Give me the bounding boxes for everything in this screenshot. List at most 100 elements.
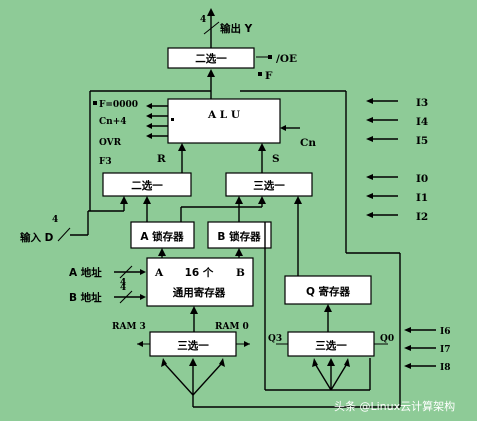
watermark-text: 头条 @Linux云计算架构 (334, 399, 455, 413)
output-arrow-icon (207, 8, 215, 16)
a-latch-box (130, 221, 195, 249)
q3-label: Q3 (268, 334, 282, 344)
i7-arrow-icon (404, 345, 411, 351)
a-addr-arrow-icon (140, 269, 146, 275)
q-reg-box (284, 275, 372, 305)
ram-feed-arrow-icon-2 (219, 358, 225, 367)
flag-f-zero: F=0000 (99, 100, 138, 110)
b-addr-slash (119, 290, 133, 304)
d-bus-slash (57, 227, 71, 242)
s-arrow-icon (258, 143, 266, 151)
i3-label: I3 (416, 97, 428, 109)
b-latch-box (207, 221, 272, 249)
s-mux-label: 三选一 (253, 179, 285, 192)
i6-arrow-icon (404, 327, 411, 333)
output-bus-slash (203, 21, 220, 35)
b-addr-arrow-icon (140, 294, 146, 300)
i1-arrow-icon (366, 193, 373, 199)
blatch-arrow-icon (235, 196, 243, 204)
ram3-arrow-icon (137, 341, 143, 347)
regfile-count-label: 16 个 (185, 266, 214, 279)
i0-label: I0 (416, 173, 428, 185)
q-feed-arrow-icon-0 (312, 358, 318, 367)
ram3-label: RAM 3 (112, 322, 146, 332)
i4-label: I4 (416, 116, 428, 128)
i3-arrow-icon (366, 98, 373, 104)
ram-feed-left (162, 361, 194, 396)
i1-label: I1 (416, 192, 428, 204)
flag-arrow-icon-0 (146, 103, 152, 109)
r-arrow-icon (178, 143, 186, 151)
a-addr-slash (119, 265, 133, 279)
ram-feed-arrow-icon-0 (161, 358, 167, 367)
regfile-b-label: B (236, 267, 245, 279)
q-shift-label: 三选一 (315, 339, 347, 352)
ram-feed-right (192, 361, 224, 396)
ram-feed-arrow-icon-1 (189, 358, 197, 366)
s-mux-box (225, 172, 313, 197)
i2-arrow-icon (366, 212, 373, 218)
qshift-arrow-icon (324, 304, 332, 312)
flag-cn4: Cn+4 (99, 117, 127, 127)
ram0-label: RAM 0 (215, 322, 249, 332)
output-width-label: 4 (200, 15, 206, 25)
q0-label: Q0 (380, 334, 394, 344)
oe-label: /OE (276, 53, 297, 65)
q-feed-arrow-icon-2 (344, 358, 350, 367)
i8-label: I8 (440, 363, 450, 373)
f-label: F (265, 70, 273, 82)
alu-label: A L U (207, 109, 240, 121)
i5-arrow-icon (366, 136, 373, 142)
flag-f0-dot-icon (93, 101, 97, 105)
regfile-name-label: 通用寄存器 (173, 286, 226, 299)
regfile-box (146, 257, 254, 307)
i6-label: I6 (440, 327, 450, 337)
alu-mark-icon (171, 118, 174, 121)
flag-arrow-icon-3 (146, 133, 152, 139)
out-mux-box (167, 47, 255, 69)
i7-label: I7 (440, 345, 450, 355)
alu-s-label: S (272, 153, 280, 165)
reg-blatch-arrow-icon (235, 248, 243, 256)
reg-alatch-arrow-icon (158, 248, 166, 256)
d-input-label: 输入 D (20, 231, 54, 244)
d-width-label: 4 (52, 215, 58, 225)
alatch-arrow-icon (143, 196, 151, 204)
regfile-a-label: A (154, 267, 164, 279)
ramshift-arrow-icon (190, 306, 198, 314)
i2-label: I2 (416, 211, 428, 223)
oe-dot-icon (268, 55, 272, 59)
flag-f3: F3 (99, 157, 112, 167)
a-addr-label: A 地址 (69, 266, 102, 279)
q-feed-left (313, 361, 332, 391)
output-y-label: 输出 Y (220, 22, 253, 35)
flag-ovr: OVR (99, 138, 122, 148)
i0-arrow-icon (366, 174, 373, 180)
alatch-s-arrow-icon (258, 196, 266, 204)
i4-arrow-icon (366, 117, 373, 123)
i5-label: I5 (416, 135, 428, 147)
flag-arrow-icon-1 (146, 113, 152, 119)
r-mux-label: 二选一 (131, 179, 163, 192)
cn-arrow-icon (280, 125, 286, 131)
cn-label: Cn (300, 137, 316, 149)
q-reg-label: Q 寄存器 (306, 285, 351, 298)
ram0-arrow-icon (244, 341, 250, 347)
i8-arrow-icon (404, 363, 411, 369)
out-mux-label: 二选一 (195, 52, 227, 65)
b-latch-label: B 锁存器 (217, 230, 261, 243)
flag-arrow-icon-2 (146, 123, 152, 129)
b-addr-width: 4 (120, 283, 126, 293)
alu-out-arrow-icon (207, 69, 215, 77)
alu-box (167, 98, 281, 144)
b-addr-label: B 地址 (69, 291, 102, 304)
alu-r-label: R (157, 153, 166, 165)
f-dot-icon (258, 72, 262, 76)
q-feed-arrow-icon-1 (327, 358, 335, 366)
a-addr-width: 4 (120, 278, 126, 288)
ram-shift-box (149, 331, 237, 357)
d-arrow-icon (120, 196, 128, 204)
q-smux-arrow-icon (294, 196, 302, 204)
